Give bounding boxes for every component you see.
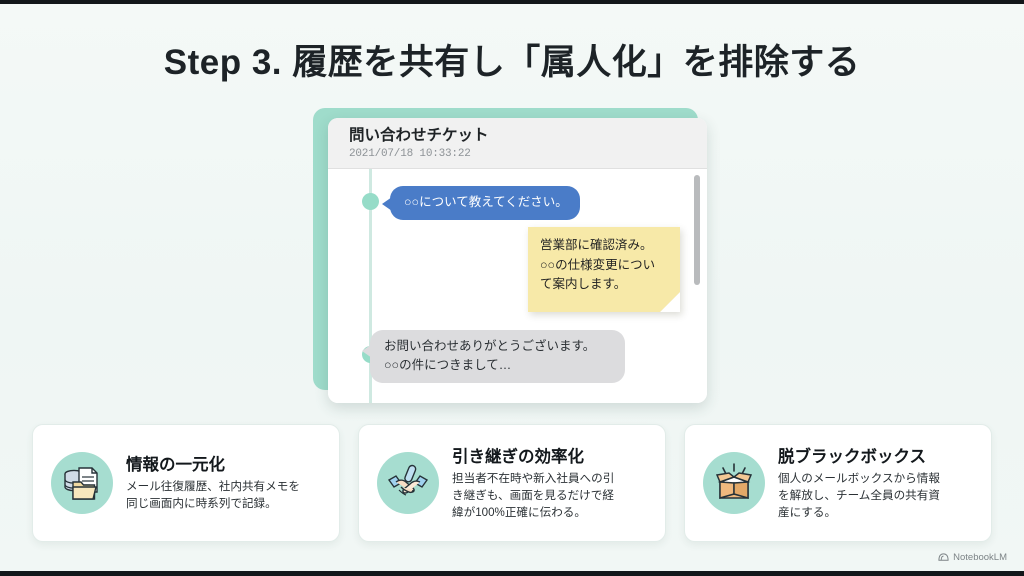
feature-desc-line-2: を解放し、チーム全員の共有資 (778, 488, 940, 502)
internal-note-sticky: 営業部に確認済み。 ○○の仕様変更につい て案内します。 (528, 227, 680, 312)
feature-heading: 脱ブラックボックス (778, 447, 927, 466)
scrollbar-thumb[interactable] (694, 175, 700, 285)
bubble-tail-icon (362, 344, 372, 358)
watermark-label: NotebookLM (953, 552, 1007, 563)
feature-desc-line-1: 個人のメールボックスから情報 (778, 471, 940, 485)
ticket-timestamp: 2021/07/18 10:33:22 (349, 148, 471, 160)
message-bubble-customer: ○○について教えてください。 (382, 186, 580, 220)
note-line-2: ○○の仕様変更につい (540, 257, 656, 272)
ticket-mockup: 問い合わせチケット 2021/07/18 10:33:22 ○○について教えてく… (313, 108, 713, 403)
feature-desc-line-1: 担当者不在時や新入社員への引 (452, 471, 615, 485)
feature-text-block: 引き継ぎの効率化 担当者不在時や新入社員への引 き継ぎも、画面を見るだけで経 緯… (452, 446, 649, 521)
database-folder-document-icon (51, 452, 113, 514)
ticket-title: 問い合わせチケット (349, 127, 489, 144)
bottom-edge-bar (0, 571, 1024, 576)
message-bubble-agent: お問い合わせありがとうございます。 ○○の件につきまして… (362, 330, 625, 383)
feature-desc-line-2: 同じ画面内に時系列で記録。 (126, 497, 277, 510)
timeline-dot-1 (362, 193, 379, 210)
feature-description: メール往復履歴、社内共有メモを 同じ画面内に時系列で記録。 (126, 478, 323, 512)
feature-description: 担当者不在時や新入社員への引 き継ぎも、画面を見るだけで経 緯が100%正確に伝… (452, 470, 649, 521)
message-text-agent-line-1: お問い合わせありがとうございます。 (384, 339, 596, 353)
open-box-icon (703, 452, 765, 514)
ticket-conversation-body: ○○について教えてください。 営業部に確認済み。 ○○の仕様変更につい て案内し… (328, 169, 707, 403)
feature-heading: 引き継ぎの効率化 (452, 447, 584, 466)
feature-card-black-box-elimination[interactable]: 脱ブラックボックス 個人のメールボックスから情報 を解放し、チーム全員の共有資 … (684, 424, 992, 542)
feature-desc-line-2: き継ぎも、画面を見るだけで経 (452, 488, 614, 502)
feature-card-information-centralization[interactable]: 情報の一元化 メール往復履歴、社内共有メモを 同じ画面内に時系列で記録。 (32, 424, 340, 542)
top-edge-bar (0, 0, 1024, 4)
feature-card-list: 情報の一元化 メール往復履歴、社内共有メモを 同じ画面内に時系列で記録。 (32, 424, 992, 542)
notebooklm-logo-icon (938, 553, 949, 561)
bubble-tail-icon (382, 197, 392, 211)
handshake-baton-icon (377, 452, 439, 514)
feature-text-block: 情報の一元化 メール往復履歴、社内共有メモを 同じ画面内に時系列で記録。 (126, 454, 323, 512)
sticky-fold-corner-icon (660, 292, 680, 312)
timeline-line (369, 169, 372, 403)
note-line-3: て案内します。 (540, 277, 627, 291)
feature-heading: 情報の一元化 (126, 456, 225, 474)
ticket-header: 問い合わせチケット 2021/07/18 10:33:22 (328, 118, 707, 169)
feature-card-handover-efficiency[interactable]: 引き継ぎの効率化 担当者不在時や新入社員への引 き継ぎも、画面を見るだけで経 緯… (358, 424, 666, 542)
feature-description: 個人のメールボックスから情報 を解放し、チーム全員の共有資 産にする。 (778, 470, 975, 521)
feature-desc-line-3: 産にする。 (778, 505, 837, 519)
message-text-customer: ○○について教えてください。 (404, 195, 568, 209)
feature-desc-line-1: メール往復履歴、社内共有メモを (126, 480, 300, 493)
note-line-1: 営業部に確認済み。 (540, 238, 653, 252)
ticket-card: 問い合わせチケット 2021/07/18 10:33:22 ○○について教えてく… (328, 118, 707, 403)
notebooklm-watermark: NotebookLM (938, 552, 1007, 563)
page-title: Step 3. 履歴を共有し「属人化」を排除する (163, 43, 861, 82)
message-text-agent-line-2: ○○の件につきまして… (384, 358, 512, 372)
feature-desc-line-3: 緯が100%正確に伝わる。 (452, 505, 586, 519)
feature-text-block: 脱ブラックボックス 個人のメールボックスから情報 を解放し、チーム全員の共有資 … (778, 446, 975, 521)
